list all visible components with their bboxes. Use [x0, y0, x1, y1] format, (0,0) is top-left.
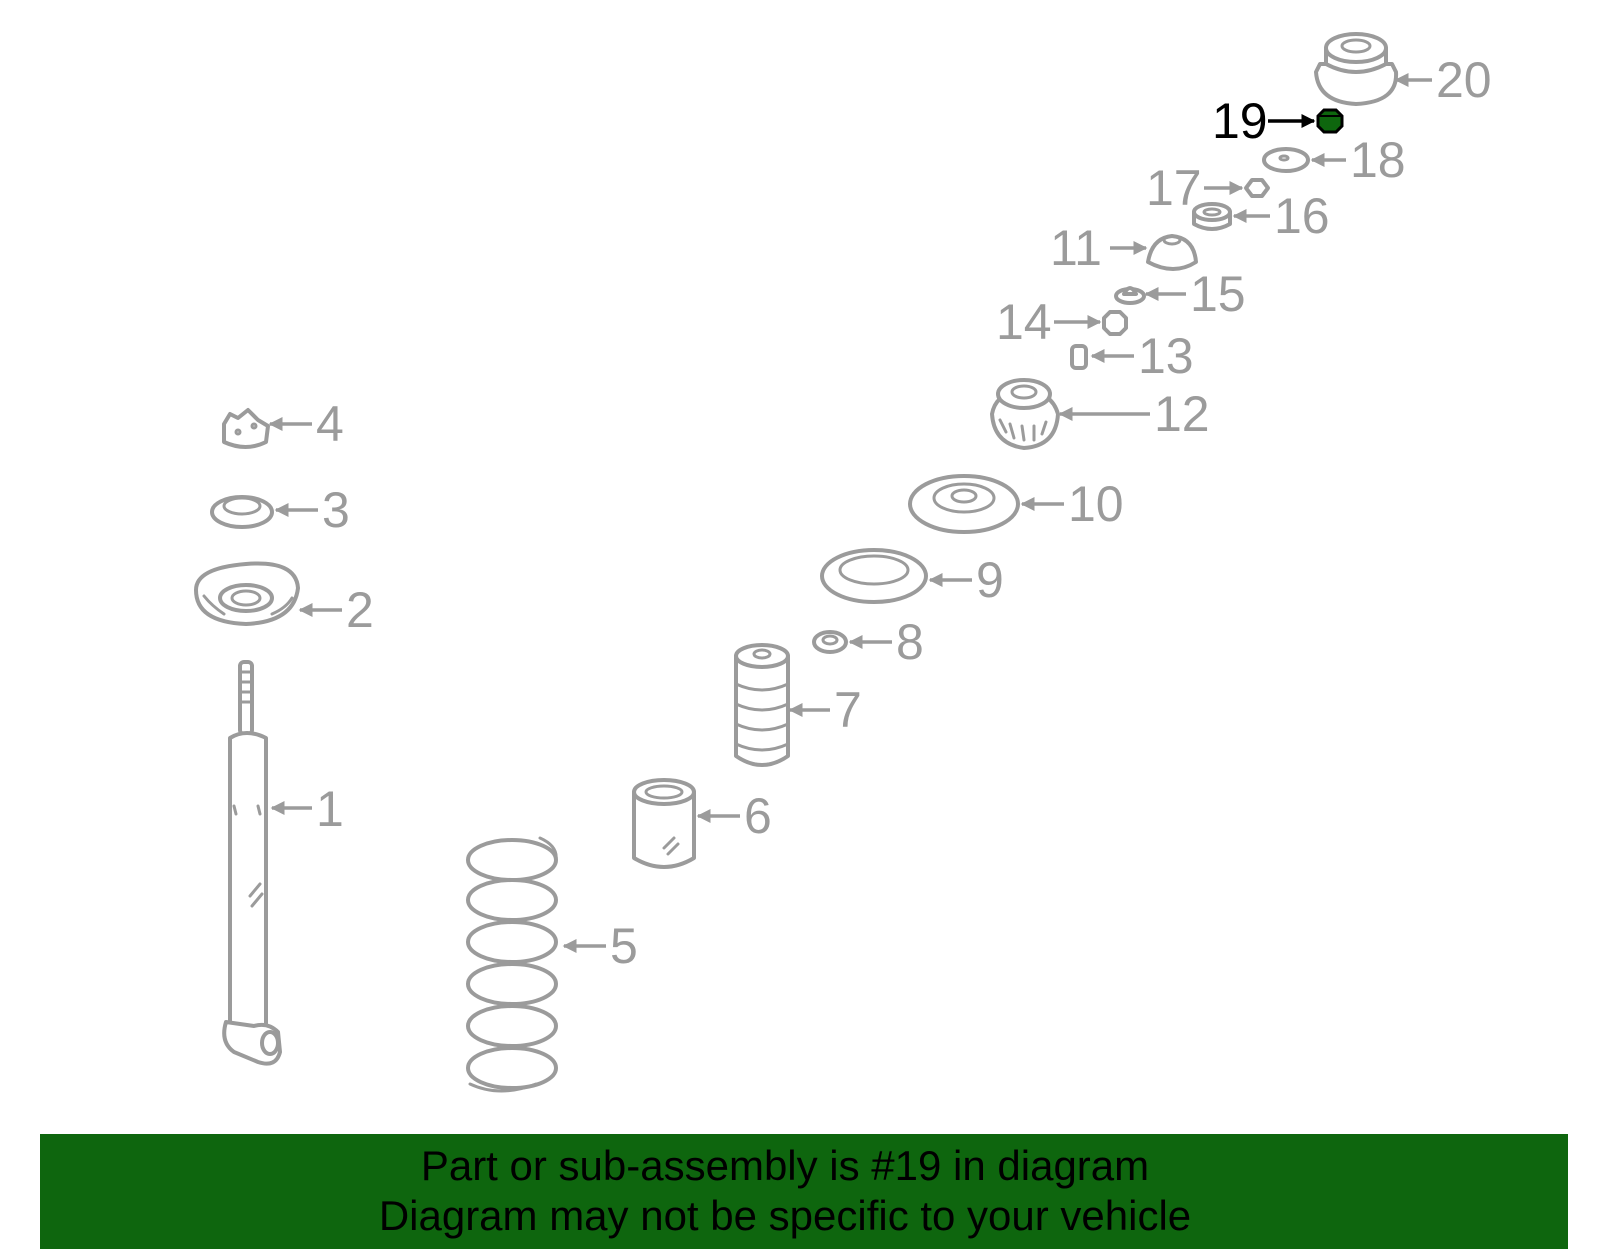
callout-18[interactable]: 18 [1350, 132, 1406, 188]
part-17-nut [1244, 178, 1270, 198]
part-18-washer [1262, 147, 1310, 173]
callout-12[interactable]: 12 [1154, 386, 1210, 442]
callout-10[interactable]: 10 [1068, 476, 1124, 532]
callout-numbers: 1 2 3 4 5 6 7 8 9 10 11 12 13 14 15 16 1… [316, 52, 1492, 974]
info-banner: Part or sub-assembly is #19 in diagram D… [40, 1134, 1568, 1249]
callout-11[interactable]: 11 [1050, 220, 1102, 276]
part-3-washer [210, 495, 274, 529]
part-20-top-cap [1314, 32, 1399, 106]
callout-9[interactable]: 9 [976, 552, 1004, 608]
part-4-bracket [222, 408, 270, 449]
part-11-cap [1146, 234, 1198, 271]
banner-line-part-number: Part or sub-assembly is #19 in diagram [420, 1142, 1150, 1189]
part-10-upper-seat [908, 474, 1020, 534]
callout-14[interactable]: 14 [996, 294, 1052, 350]
callout-3[interactable]: 3 [322, 482, 350, 538]
part-15-washer [1114, 286, 1146, 305]
callout-5[interactable]: 5 [610, 918, 638, 974]
callout-16[interactable]: 16 [1274, 188, 1330, 244]
callout-6[interactable]: 6 [744, 788, 772, 844]
banner-line-disclaimer: Diagram may not be specific to your vehi… [378, 1192, 1192, 1239]
part-13-sleeve [1070, 344, 1088, 370]
callout-13[interactable]: 13 [1138, 328, 1194, 384]
callout-2[interactable]: 2 [346, 582, 374, 638]
part-19-nut-highlighted[interactable] [1316, 108, 1344, 134]
callout-8[interactable]: 8 [896, 614, 924, 670]
leader-lines [268, 73, 1432, 953]
callout-7[interactable]: 7 [834, 682, 862, 738]
callout-15[interactable]: 15 [1190, 266, 1246, 322]
part-6-bump-stop-cup [632, 778, 696, 869]
callout-19[interactable]: 19 [1212, 93, 1268, 149]
part-2-mount-plate [194, 561, 300, 626]
part-9-spring-seat [820, 548, 928, 604]
callout-1[interactable]: 1 [316, 781, 344, 837]
part-1-shock-absorber [222, 660, 282, 1066]
part-5-coil-spring [466, 836, 558, 1093]
part-12-strut-mount [990, 378, 1060, 450]
part-8-bushing [812, 630, 848, 654]
callout-20[interactable]: 20 [1436, 52, 1492, 108]
part-14-nut [1102, 310, 1128, 336]
part-16-spacer [1192, 202, 1232, 231]
part-7-bellow-boot [734, 643, 790, 767]
callout-17[interactable]: 17 [1146, 160, 1202, 216]
callout-4[interactable]: 4 [316, 396, 344, 452]
